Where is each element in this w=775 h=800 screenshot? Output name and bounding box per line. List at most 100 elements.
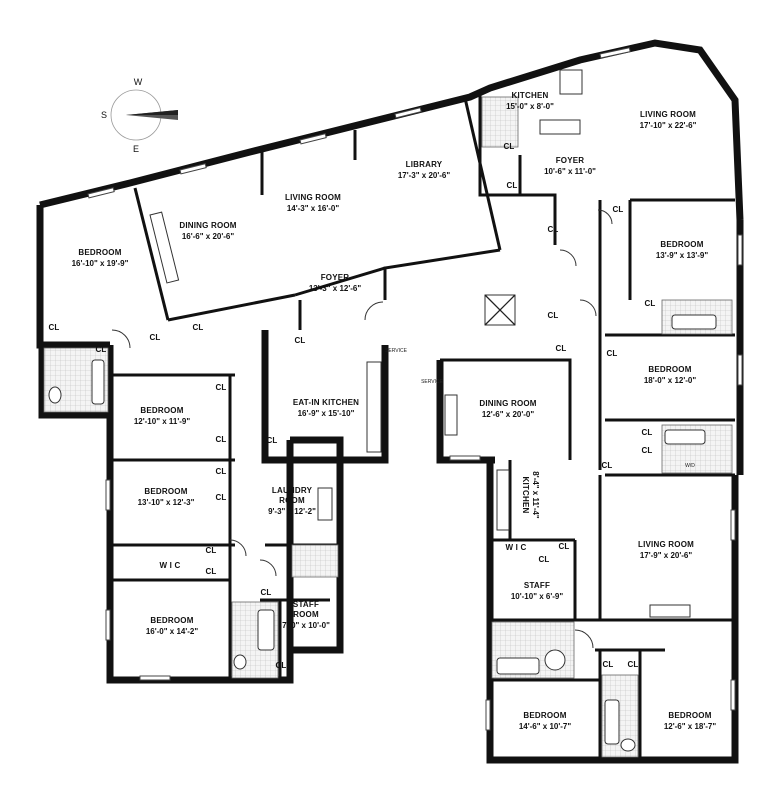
room-bedroom-sw: BEDROOM 16'-0" x 14'-2" bbox=[146, 616, 199, 636]
kitchen-counter bbox=[496, 469, 510, 531]
bathtub-icon bbox=[91, 359, 105, 405]
closet-label: CL bbox=[555, 344, 566, 353]
room-dims: 9'-3" x 12'-2" bbox=[268, 507, 316, 516]
room-dims: 13'-10" x 12'-3" bbox=[138, 498, 195, 507]
room-name: BEDROOM bbox=[523, 711, 566, 720]
room-staff-2: STAFF 10'-10" x 6'-9" bbox=[511, 581, 564, 601]
closet-label: CL bbox=[275, 661, 286, 670]
closet-label: CL bbox=[627, 660, 638, 669]
room-staff-room: STAFF ROOM 7'-0" x 10'-0" bbox=[282, 600, 330, 630]
bathtub-icon bbox=[664, 429, 706, 445]
doors bbox=[111, 209, 613, 649]
room-bedroom-w2: BEDROOM 13'-10" x 12'-3" bbox=[138, 487, 195, 507]
closet-label: CL bbox=[215, 383, 226, 392]
room-living-ne: LIVING ROOM 17'-10" x 22'-6" bbox=[640, 110, 697, 130]
room-name: BEDROOM bbox=[648, 365, 691, 374]
closet-label: CL bbox=[547, 311, 558, 320]
kitchen-counter bbox=[366, 361, 382, 453]
room-dims: 16'-9" x 15'-10" bbox=[298, 409, 355, 418]
room-name: LAUNDRY bbox=[272, 486, 313, 495]
washer-dryer-icon bbox=[317, 487, 333, 521]
room-name: DINING ROOM bbox=[479, 399, 536, 408]
room-dims: 12'-6" x 20'-0" bbox=[482, 410, 535, 419]
closet-label: CL bbox=[192, 323, 203, 332]
room-dims: 10'-10" x 6'-9" bbox=[511, 592, 564, 601]
service-entry-label: SERVICE bbox=[385, 348, 408, 354]
room-dining-2: DINING ROOM 12'-6" x 20'-0" bbox=[479, 399, 536, 419]
closet-label: CL bbox=[205, 546, 216, 555]
room-name: DINING ROOM bbox=[179, 221, 236, 230]
stove-icon bbox=[559, 69, 583, 95]
room-bedroom-e2: BEDROOM 18'-0" x 12'-0" bbox=[644, 365, 697, 385]
room-dims: 17'-10" x 22'-6" bbox=[640, 121, 697, 130]
kitchen-counter bbox=[539, 119, 581, 135]
compass: W E S bbox=[101, 77, 178, 154]
room-name: KITCHEN bbox=[512, 91, 549, 100]
room-bedroom-nw: BEDROOM 16'-10" x 19'-9" bbox=[72, 248, 129, 268]
room-bedroom-w1: BEDROOM 12'-10" x 11'-9" bbox=[134, 406, 191, 426]
fireplace-icon bbox=[649, 604, 691, 618]
room-dims: 13'-9" x 13'-9" bbox=[656, 251, 709, 260]
room-name: BEDROOM bbox=[660, 240, 703, 249]
toilet-icon bbox=[233, 654, 247, 670]
buffet-icon bbox=[149, 211, 180, 284]
closet-label: CL bbox=[641, 446, 652, 455]
closet-label: CL bbox=[558, 542, 569, 551]
windows bbox=[87, 47, 743, 731]
bathtub-icon bbox=[671, 314, 717, 330]
room-laundry: LAUNDRY ROOM 9'-3" x 12'-2" bbox=[268, 486, 316, 516]
room-dims: 14'-3" x 16'-0" bbox=[287, 204, 340, 213]
room-dims: 13'-3" x 12'-6" bbox=[309, 284, 362, 293]
closet-label: CL bbox=[95, 345, 106, 354]
closet-label: CL bbox=[601, 461, 612, 470]
closet-label: CL bbox=[215, 467, 226, 476]
room-name: STAFF bbox=[524, 581, 550, 590]
closet-label: CL bbox=[612, 205, 623, 214]
closet-label: CL bbox=[602, 660, 613, 669]
room-name: BEDROOM bbox=[150, 616, 193, 625]
room-kitchen-ne: KITCHEN 15'-0" x 8'-0" bbox=[506, 91, 554, 111]
closet-label: CL bbox=[215, 493, 226, 502]
walk-in-closet-label: W I C bbox=[506, 543, 527, 552]
fireplace-icon bbox=[444, 394, 458, 436]
room-foyer-main: FOYER 13'-3" x 12'-6" bbox=[309, 273, 362, 293]
room-eatin-kitchen: EAT-IN KITCHEN 16'-9" x 15'-10" bbox=[293, 398, 359, 418]
closet-label: CL bbox=[606, 349, 617, 358]
closets: CL CL CL CL CL CL CL CL CL CL CL CL CL C… bbox=[48, 142, 655, 670]
fixtures bbox=[48, 69, 717, 752]
toilet-icon bbox=[620, 738, 636, 752]
room-name: LIVING ROOM bbox=[638, 540, 694, 549]
room-living-main: LIVING ROOM 14'-3" x 16'-0" bbox=[285, 193, 341, 213]
toilet-icon bbox=[48, 386, 62, 404]
room-dims: 14'-6" x 10'-7" bbox=[519, 722, 572, 731]
room-bedroom-s1: BEDROOM 14'-6" x 10'-7" bbox=[519, 711, 572, 731]
room-library: LIBRARY 17'-3" x 20'-6" bbox=[398, 160, 451, 180]
closet-label: CL bbox=[215, 435, 226, 444]
bathtub-icon bbox=[257, 609, 275, 651]
room-name: LIVING ROOM bbox=[640, 110, 696, 119]
room-name: FOYER bbox=[556, 156, 585, 165]
room-name: KITCHEN bbox=[521, 477, 530, 514]
closet-label: CL bbox=[503, 142, 514, 151]
closet-label: CL bbox=[506, 181, 517, 190]
room-name: EAT-IN KITCHEN bbox=[293, 398, 359, 407]
closet-label: CL bbox=[149, 333, 160, 342]
closet-label: CL bbox=[547, 225, 558, 234]
room-dims: 8'-4" x 11'-4" bbox=[531, 471, 540, 519]
room-kitchen-2: KITCHEN 8'-4" x 11'-4" bbox=[521, 471, 540, 519]
room-name: BEDROOM bbox=[144, 487, 187, 496]
closet-label: CL bbox=[48, 323, 59, 332]
room-bedroom-e1: BEDROOM 13'-9" x 13'-9" bbox=[656, 240, 709, 260]
room-name: BEDROOM bbox=[140, 406, 183, 415]
bathtub-icon bbox=[604, 699, 620, 745]
closet-label: CL bbox=[641, 428, 652, 437]
walk-in-closet-label: W I C bbox=[160, 561, 181, 570]
room-dims: 17'-3" x 20'-6" bbox=[398, 171, 451, 180]
room-name: LIBRARY bbox=[406, 160, 443, 169]
bathroom-staff bbox=[291, 544, 339, 578]
room-dims: 7'-0" x 10'-0" bbox=[282, 621, 330, 630]
room-dims: 17'-9" x 20'-6" bbox=[640, 551, 693, 560]
room-name-line2: ROOM bbox=[279, 496, 305, 505]
closet-label: CL bbox=[644, 299, 655, 308]
